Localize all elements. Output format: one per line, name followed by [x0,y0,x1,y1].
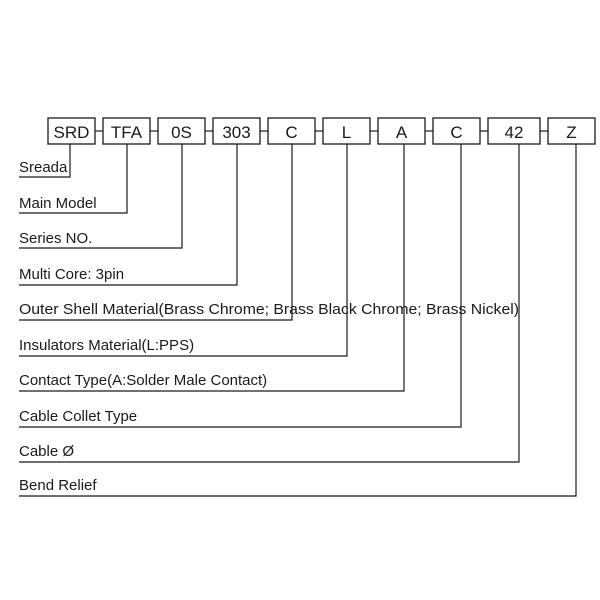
label-multi-core: Multi Core: 3pin [19,266,124,283]
code-text: A [396,123,408,142]
code-box-4: 303 [212,117,261,145]
code-box-2: TFA [102,117,151,145]
code-box-3: 0S [157,117,206,145]
code-box-10: Z [547,117,596,145]
label-contact-type: Contact Type(A:Solder Male Contact) [19,372,267,389]
descriptions: Sreada Main Model Series NO. Multi Core:… [19,159,519,494]
code-text: C [285,123,297,142]
code-box-6: L [322,117,371,145]
label-outer-shell-material: Outer Shell Material(Brass Chrome; Brass… [19,301,519,318]
code-box-7: A [377,117,426,145]
label-insulators-material: Insulators Material(L:PPS) [19,337,194,354]
label-series-no: Series NO. [19,230,92,247]
code-text: L [342,123,351,142]
code-text: 303 [222,123,250,142]
code-text: TFA [111,123,143,142]
label-bend-relief: Bend Relief [19,477,97,494]
code-text: C [450,123,462,142]
label-main-model: Main Model [19,195,97,212]
code-text: SRD [54,123,90,142]
code-text: Z [566,123,576,142]
code-box-8: C [432,117,481,145]
label-cable-collet-type: Cable Collet Type [19,408,137,425]
code-box-1: SRD [47,117,96,145]
code-text: 0S [171,123,192,142]
code-box-9: 42 [487,117,541,145]
label-sreada: Sreada [19,159,68,176]
code-box-5: C [267,117,316,145]
label-cable-diameter: Cable Ø [19,443,74,460]
code-text: 42 [505,123,524,142]
leader-lines [19,144,577,497]
